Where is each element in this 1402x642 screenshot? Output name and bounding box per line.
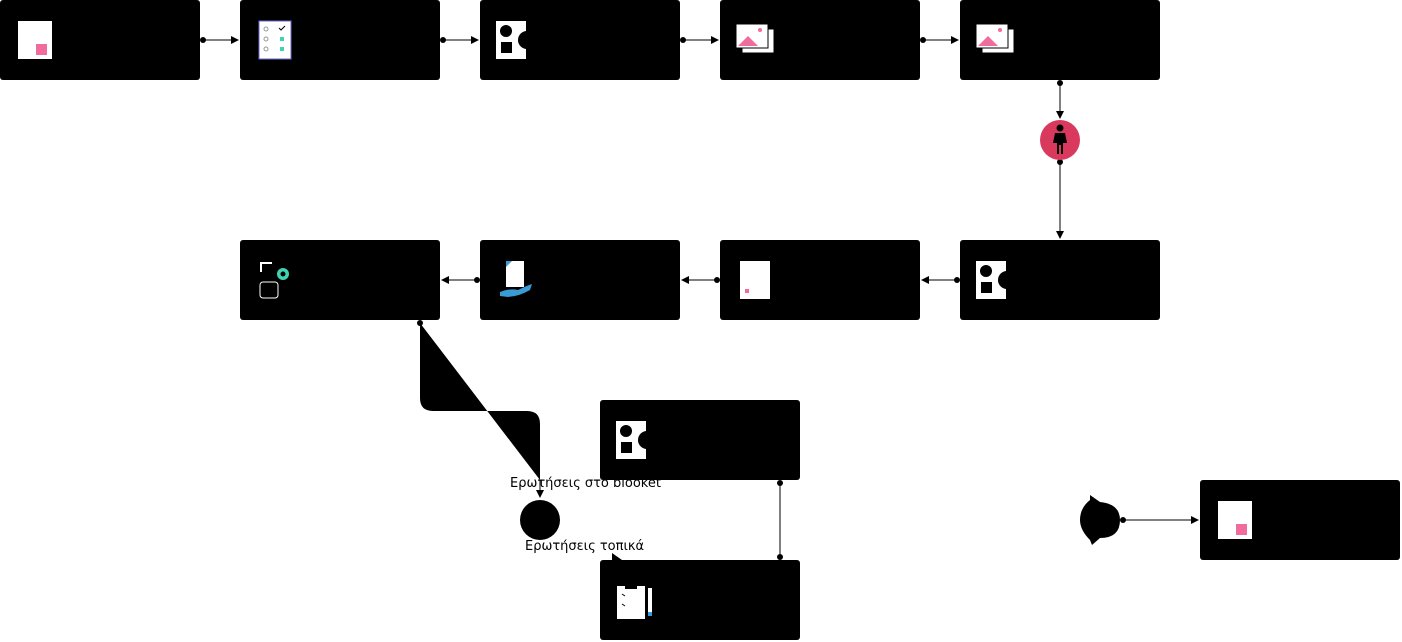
images-icon [736,23,775,54]
shapes-icon [976,261,1016,299]
images-icon [976,23,1015,54]
document-icon [18,21,52,59]
document-icon [1218,501,1252,539]
shapes-icon [616,421,656,459]
shapes-icon [496,21,536,59]
connector-dots [200,37,1126,560]
branch-connector [420,323,540,480]
location-pin-icon [259,262,289,299]
task-node-7[interactable] [720,240,920,320]
branch-label-local: Ερωτήσεις τοπικά [525,539,645,554]
merge-node-icon[interactable] [1080,495,1120,545]
task-node-8[interactable] [480,240,680,320]
task-node-5[interactable] [960,0,1160,80]
task-node-1[interactable] [0,0,200,80]
task-node-6[interactable] [960,240,1160,320]
task-node-12[interactable] [1200,480,1400,560]
person-icon [1053,124,1067,154]
branch-label-blooket: Ερωτήσεις στο blooket [510,476,661,491]
task-node-11[interactable] [600,560,800,640]
task-node-9[interactable] [240,240,440,320]
task-node-3[interactable] [480,0,680,80]
actor[interactable] [1040,120,1080,160]
task-node-10[interactable] [600,400,800,480]
clipboard-pencil-icon [617,583,652,619]
gateway[interactable] [520,500,560,540]
document-icon [740,261,770,299]
task-node-2[interactable] [240,0,440,80]
checklist-icon [258,20,292,60]
task-node-4[interactable] [720,0,920,80]
connectors [203,36,1199,557]
hand-document-icon [500,261,532,297]
